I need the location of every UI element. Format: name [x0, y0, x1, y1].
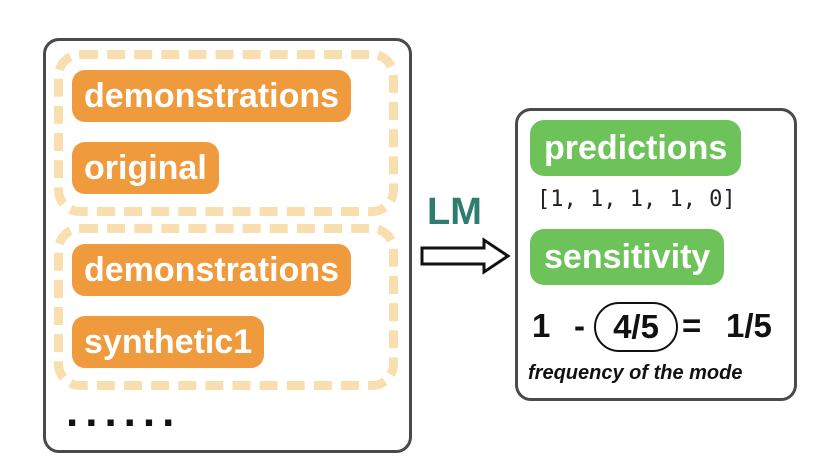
predictions-pill: predictions: [530, 120, 742, 176]
equation-result: 1/5: [726, 307, 772, 344]
lm-label: LM: [427, 191, 482, 233]
prompt-group-original: [54, 50, 398, 216]
sensitivity-pill: sensitivity: [530, 229, 725, 285]
right-arrow-icon: [420, 237, 511, 275]
predictions-values: [1, 1, 1, 1, 0]: [537, 187, 736, 212]
synthetic1-pill: synthetic1: [72, 316, 265, 368]
equation-equals: =: [682, 307, 702, 344]
demonstrations-pill-1: demonstrations: [72, 70, 352, 122]
equation-minus: -: [574, 307, 585, 344]
mode-caption: frequency of the mode: [528, 362, 743, 384]
equation-lhs: 1: [532, 307, 551, 344]
prompt-group-synthetic: [54, 224, 398, 390]
original-pill: original: [72, 142, 219, 194]
mode-frequency-circled: 4/5: [594, 302, 678, 352]
demonstrations-pill-2: demonstrations: [72, 244, 352, 296]
more-prompts-ellipsis: ......: [66, 387, 182, 436]
